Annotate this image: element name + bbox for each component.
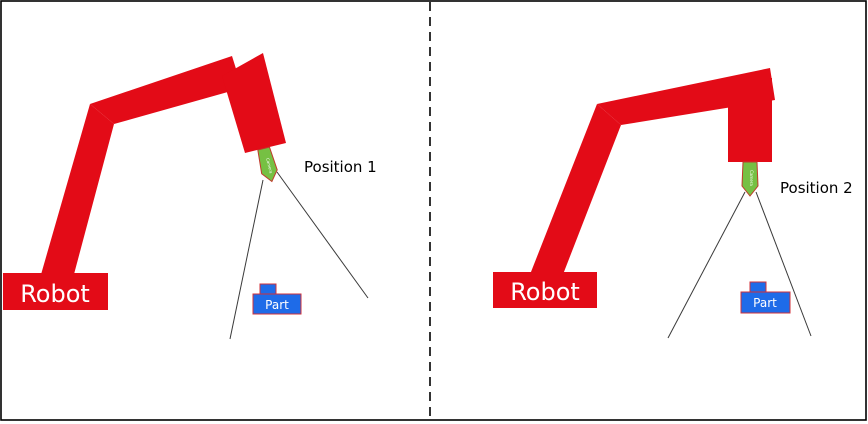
- camera-body: [257, 146, 278, 183]
- robot-arm-wrist: [222, 53, 286, 153]
- panel-1: Robot Camera Part Position 1: [3, 53, 377, 340]
- camera-body: [741, 161, 759, 197]
- part-icon: [252, 283, 302, 315]
- robot-arm-lower-link: [529, 104, 621, 277]
- part-label: Part: [265, 298, 289, 312]
- robot-label: Robot: [510, 278, 580, 306]
- robot-base: [493, 272, 597, 308]
- camera-label: Camera: [265, 157, 274, 174]
- position-label: Position 1: [304, 158, 377, 176]
- robot-base: [3, 273, 108, 310]
- camera-icon: Camera: [257, 146, 278, 183]
- part-label: Part: [753, 296, 777, 310]
- position-label: Position 2: [780, 179, 853, 197]
- panel-2: Robot Camera Part Position 2: [493, 68, 853, 339]
- robot-arm-icon: [529, 68, 775, 277]
- part-base: [740, 291, 791, 314]
- robot-arm-icon: [40, 53, 286, 278]
- robot-arm-wrist: [728, 78, 772, 162]
- part-icon: [740, 281, 791, 314]
- camera-label: Camera: [749, 170, 754, 186]
- camera-fov-right-line: [755, 191, 812, 337]
- robot-arm-lower-link: [40, 104, 114, 278]
- part-base: [252, 293, 302, 315]
- robot-label: Robot: [20, 280, 90, 308]
- camera-icon: Camera: [741, 161, 759, 197]
- robot-arm-upper-link: [90, 56, 242, 124]
- camera-fov-left-line: [229, 179, 264, 340]
- camera-fov-right-line: [276, 171, 369, 299]
- camera-fov-left-line: [667, 191, 746, 339]
